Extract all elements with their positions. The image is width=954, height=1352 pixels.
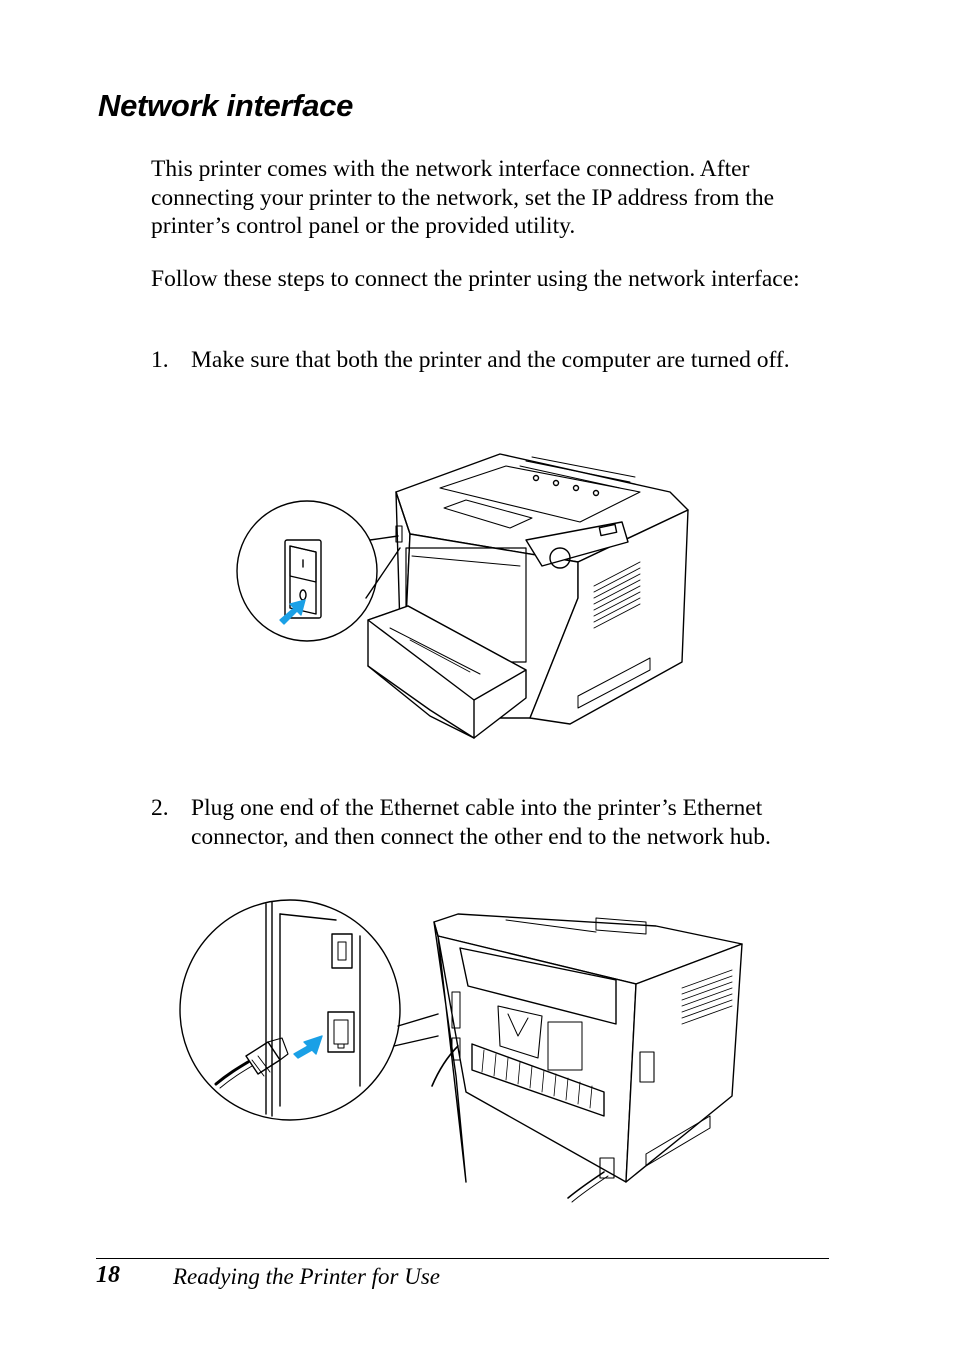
step-2: 2. Plug one end of the Ethernet cable in… [151, 794, 851, 851]
insert-arrow-icon [293, 1035, 323, 1059]
section-heading: Network interface [98, 88, 354, 123]
page-number: 18 [96, 1262, 120, 1288]
footer-divider [96, 1258, 829, 1259]
ethernet-connector-callout [179, 899, 439, 1121]
step-text: Make sure that both the printer and the … [191, 347, 790, 373]
step-number: 1. [151, 347, 169, 373]
step-text: Plug one end of the Ethernet cable into … [191, 795, 771, 850]
printer-power-switch-illustration [236, 453, 689, 739]
printer-ethernet-connection-illustration [179, 899, 743, 1203]
follow-steps-paragraph: Follow these steps to connect the printe… [151, 266, 800, 292]
power-switch-callout [236, 500, 401, 642]
step-number: 2. [151, 795, 169, 821]
intro-paragraph: This printer comes with the network inte… [151, 156, 775, 239]
printer-front-view [367, 453, 689, 739]
press-arrow-icon [279, 599, 306, 625]
step-1: 1. Make sure that both the printer and t… [151, 346, 851, 375]
printer-rear-view [431, 913, 743, 1203]
running-title: Readying the Printer for Use [173, 1264, 441, 1289]
